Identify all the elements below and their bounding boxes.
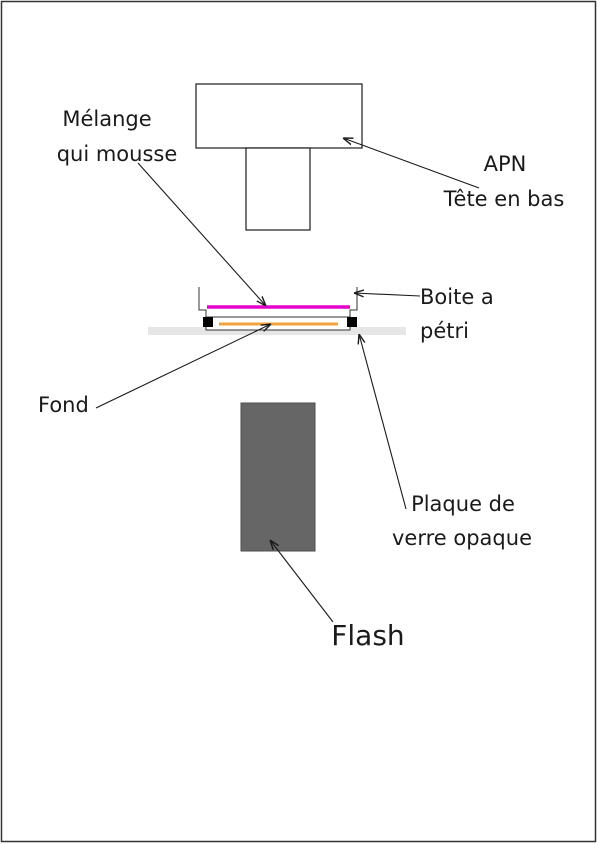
arrow-plaque <box>359 334 407 510</box>
arrow-apn <box>343 138 480 189</box>
label-plaque-line2: verre opaque <box>392 526 532 550</box>
label-melange-line1: Mélange <box>62 107 151 131</box>
petri-dish <box>198 287 358 331</box>
arrow-melange <box>137 162 266 306</box>
arrow-boite <box>354 293 421 296</box>
petri-dish-outline <box>198 287 358 318</box>
label-apn-line1: APN <box>484 152 527 176</box>
arrow-flash <box>270 540 334 623</box>
leader-arrows <box>95 138 480 623</box>
camera-apn <box>195 83 363 231</box>
label-flash: Flash <box>331 619 404 652</box>
label-boite-line1: Boite a <box>420 285 494 309</box>
label-melange-line2: qui mousse <box>57 142 178 166</box>
petri-foot-right <box>347 317 357 327</box>
glass-plate <box>148 327 406 335</box>
label-plaque-line1: Plaque de <box>411 492 515 516</box>
flash-unit <box>240 402 316 552</box>
labels: Mélange qui mousse APN Tête en bas Boite… <box>38 107 564 652</box>
label-boite-line2: pétri <box>420 319 469 343</box>
camera-lens <box>245 147 311 231</box>
arrow-fond <box>95 324 271 409</box>
camera-body <box>195 83 363 149</box>
petri-foot-left <box>203 317 213 327</box>
label-apn-line2: Tête en bas <box>443 187 565 211</box>
label-fond: Fond <box>38 393 89 417</box>
